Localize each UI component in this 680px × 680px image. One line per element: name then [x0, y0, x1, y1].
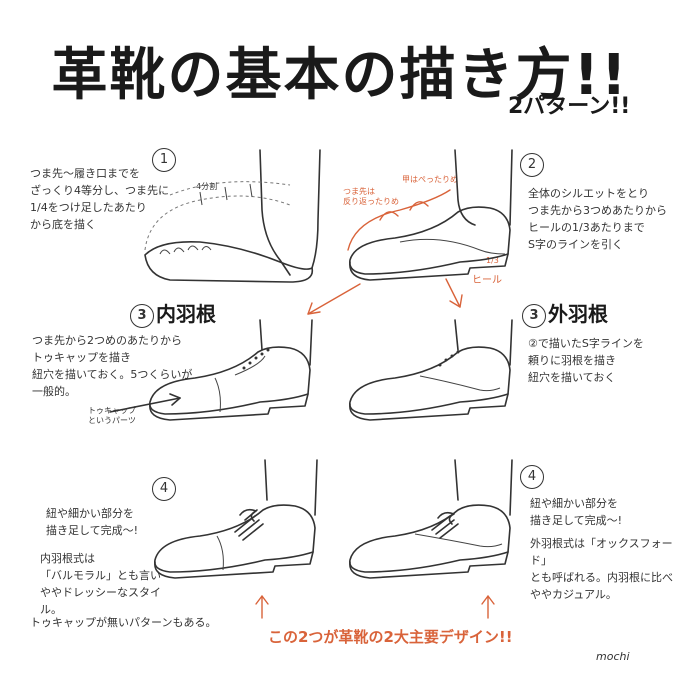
- step-1-foot-illustration: [144, 149, 321, 283]
- arrow-left: [307, 283, 361, 315]
- step-4-inner-note3: トゥキャップが無いパターンもある。: [30, 616, 217, 629]
- step-4-inner-number: 4: [152, 477, 176, 501]
- footer-arrow-left: [255, 595, 269, 619]
- step-1-number: 1: [152, 148, 176, 172]
- step-4-inner-note1: 紐や細かい部分を 描き足して完成〜!: [46, 507, 139, 537]
- step-4-inner-note2: 内羽根式は 「バルモラル」とも言い ややドレッシーなスタイル。: [40, 552, 161, 616]
- step-3-outer-note: ②で描いたS字ラインを 頼りに羽根を描き 紐穴を描いておく: [528, 337, 644, 384]
- step-1-quarter-label: 4分割: [196, 182, 218, 191]
- step-3-outer-shoe: [348, 319, 513, 421]
- step-2-heel-label: ヒール: [472, 275, 502, 286]
- step-4-inner-shoe: [153, 459, 318, 579]
- step-2-number: 2: [520, 153, 544, 177]
- step-4-outer-number: 4: [520, 465, 544, 489]
- step-4-outer-shoe: [348, 459, 513, 579]
- step-3-inner-number: 3: [130, 304, 154, 328]
- step-3-inner-title: 内羽根: [156, 302, 216, 326]
- signature: mochi: [596, 650, 630, 663]
- page-title: 革靴の基本の描き方!!: [51, 43, 629, 108]
- step-2-third-label: 1/3: [486, 256, 499, 265]
- arrow-down: [445, 278, 463, 308]
- step-2-instep-label: 甲はぺったりめ: [402, 175, 458, 184]
- page-subtitle: 2パターン!!: [508, 94, 631, 119]
- step-3-inner-note: つま先から2つめのあたりから トゥキャップを描き 紐穴を描いておく。5つくらいが…: [32, 334, 193, 398]
- footer-arrow-right: [481, 595, 495, 619]
- step-3-outer-number: 3: [522, 304, 546, 328]
- step-4-outer-note1: 紐や細かい部分を 描き足して完成〜!: [530, 497, 623, 527]
- step-3-toecap-label: トゥキャップ というパーツ: [88, 406, 136, 425]
- step-3-outer-title: 外羽根: [548, 302, 608, 326]
- step-2-shoe-illustration: [347, 149, 513, 281]
- step-2-toe-label: つま先は 反り返ったりめ: [343, 187, 399, 206]
- step-2-note: 全体のシルエットをとり つま先から3つめあたりから ヒールの1/3あたりまで S…: [528, 187, 667, 251]
- step-3-inner-shoe: [109, 319, 313, 421]
- step-1-note: つま先〜履き口までを ざっくり4等分し、つま先に 1/4をつけ足したあたり から…: [30, 167, 169, 231]
- step-4-outer-note2: 外羽根式は「オックスフォード」 とも呼ばれる。内羽根に比べ ややカジュアル。: [530, 537, 673, 601]
- footer-caption: この2つが革靴の2大主要デザイン!!: [268, 628, 513, 646]
